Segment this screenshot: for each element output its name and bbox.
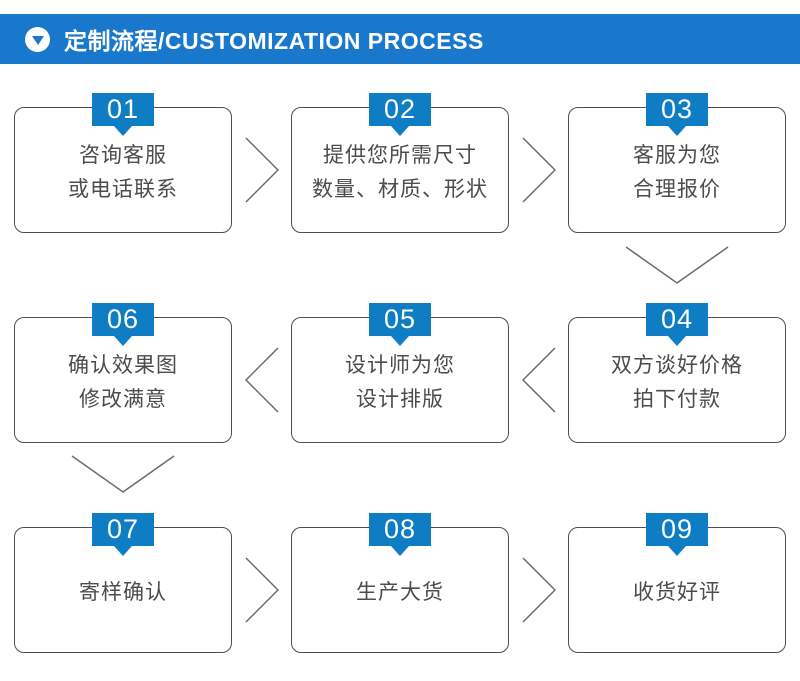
step-card-03: 03 客服为您 合理报价 (568, 93, 786, 233)
badge-pointer (668, 546, 686, 556)
step-text-line: 咨询客服 (79, 144, 167, 167)
step-card-04: 04 双方谈好价格 拍下付款 (568, 303, 786, 443)
chevron-left-icon (244, 347, 279, 413)
badge-pointer (391, 546, 409, 556)
step-number: 03 (660, 94, 694, 124)
down-triangle-circle-icon (25, 26, 50, 52)
step-card-01: 01 咨询客服 或电话联系 (14, 93, 232, 233)
step-text-line: 双方谈好价格 (611, 354, 743, 377)
down-triangle-glyph (31, 35, 44, 45)
flow-row-1: 01 咨询客服 或电话联系 02 提供您所需尺寸 数量、材质、形状 03 客服为… (14, 93, 786, 233)
step-number-badge: 02 (369, 93, 431, 136)
flow-row-2: 06 确认效果图 修改满意 05 设计师为您 设计排版 04 双方谈好价格 拍下… (14, 303, 786, 443)
step-text-line: 生产大货 (356, 581, 444, 604)
step-text: 收货好评 (633, 576, 721, 610)
chevron-left-icon (521, 347, 556, 413)
flow-row-3: 07 寄样确认 08 生产大货 09 收货好评 (14, 513, 786, 653)
step-text-line: 数量、材质、形状 (312, 178, 488, 201)
chevron-right-icon (521, 137, 556, 203)
badge-pointer (114, 126, 132, 136)
step-text: 双方谈好价格 拍下付款 (611, 349, 743, 417)
chevron-right-icon (521, 557, 556, 623)
step-text-line: 收货好评 (633, 581, 721, 604)
step-text: 提供您所需尺寸 数量、材质、形状 (312, 139, 488, 207)
arrow-gap (232, 527, 291, 653)
step-text-line: 提供您所需尺寸 (323, 144, 477, 167)
step-card-02: 02 提供您所需尺寸 数量、材质、形状 (291, 93, 509, 233)
badge-pointer (668, 336, 686, 346)
step-number: 02 (383, 94, 417, 124)
step-text-line: 设计排版 (356, 388, 444, 411)
step-text-line: 修改满意 (79, 388, 167, 411)
arrow-gap (509, 107, 568, 233)
chevron-right-icon (244, 137, 279, 203)
step-number-badge: 04 (646, 303, 708, 346)
chevron-down-icon (71, 455, 175, 493)
step-number: 04 (660, 304, 694, 334)
step-number: 06 (106, 304, 140, 334)
step-text-line: 拍下付款 (633, 388, 721, 411)
step-text: 设计师为您 设计排版 (345, 349, 455, 417)
step-number: 07 (106, 514, 140, 544)
step-text: 确认效果图 修改满意 (68, 349, 178, 417)
step-text: 生产大货 (356, 576, 444, 610)
badge-pointer (668, 126, 686, 136)
step-number-badge: 01 (92, 93, 154, 136)
badge-pointer (114, 336, 132, 346)
step-card-06: 06 确认效果图 修改满意 (14, 303, 232, 443)
step-number-badge: 08 (369, 513, 431, 556)
arrow-gap (232, 107, 291, 233)
step-text-line: 合理报价 (633, 178, 721, 201)
step-number-badge: 09 (646, 513, 708, 556)
section-title: 定制流程/CUSTOMIZATION PROCESS (64, 28, 484, 54)
step-number: 01 (106, 94, 140, 124)
chevron-right-icon (244, 557, 279, 623)
step-text: 寄样确认 (79, 576, 167, 610)
step-text-line: 设计师为您 (345, 354, 455, 377)
chevron-down-icon (625, 246, 729, 284)
step-card-05: 05 设计师为您 设计排版 (291, 303, 509, 443)
badge-pointer (391, 336, 409, 346)
step-text-line: 或电话联系 (68, 178, 178, 201)
step-number: 05 (383, 304, 417, 334)
step-number-badge: 06 (92, 303, 154, 346)
arrow-gap (509, 317, 568, 443)
step-card-07: 07 寄样确认 (14, 513, 232, 653)
connector-down-right (568, 246, 786, 284)
step-text: 客服为您 合理报价 (633, 139, 721, 207)
step-number-badge: 05 (369, 303, 431, 346)
section-header: 定制流程/CUSTOMIZATION PROCESS (0, 14, 800, 64)
step-text-line: 寄样确认 (79, 581, 167, 604)
step-text-line: 确认效果图 (68, 354, 178, 377)
arrow-gap (232, 317, 291, 443)
connector-down-left (14, 455, 232, 493)
step-number: 09 (660, 514, 694, 544)
step-number-badge: 03 (646, 93, 708, 136)
step-text: 咨询客服 或电话联系 (68, 139, 178, 207)
step-card-09: 09 收货好评 (568, 513, 786, 653)
step-text-line: 客服为您 (633, 144, 721, 167)
step-number: 08 (383, 514, 417, 544)
arrow-gap (509, 527, 568, 653)
badge-pointer (114, 546, 132, 556)
step-card-08: 08 生产大货 (291, 513, 509, 653)
badge-pointer (391, 126, 409, 136)
step-number-badge: 07 (92, 513, 154, 556)
